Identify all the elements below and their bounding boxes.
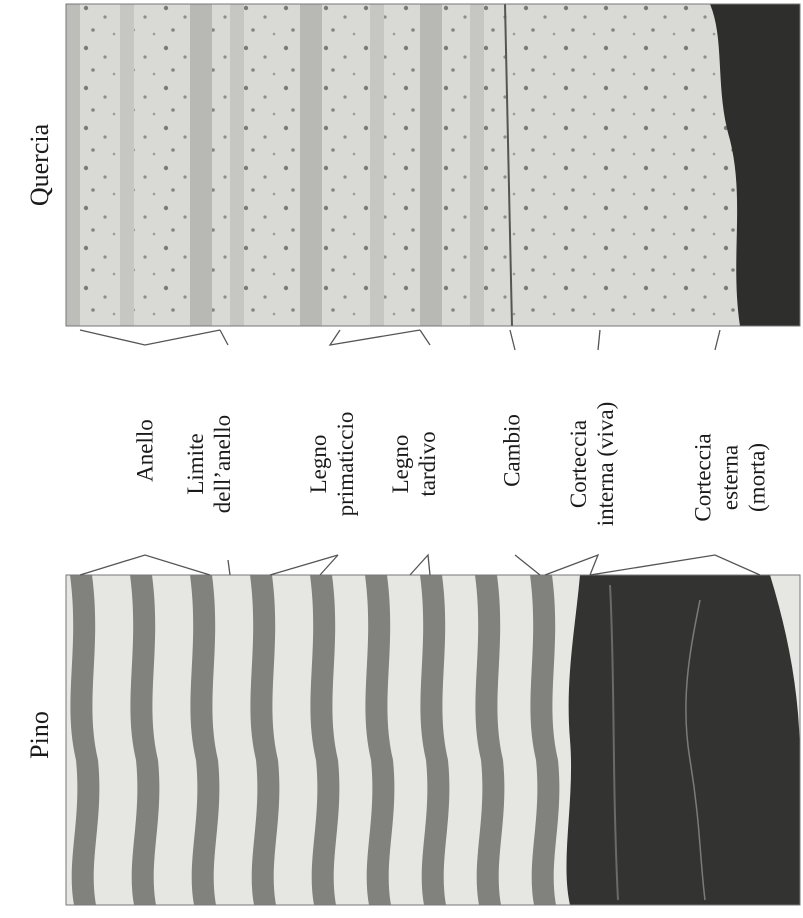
oak-growth-band <box>120 4 134 326</box>
label-esterna: Corteccia esterna (morta) <box>690 358 771 598</box>
oak-label: Quercia <box>25 105 55 225</box>
label-primaticcio: Legno primaticcio <box>305 344 359 584</box>
oak-growth-band <box>190 4 212 326</box>
label-limite: Limite dell’anello <box>182 344 236 584</box>
label-tardivo: Legno tardivo <box>387 344 441 584</box>
label-anello: Anello <box>132 331 159 571</box>
oak-growth-band <box>300 4 322 326</box>
pine-label: Pino <box>25 690 55 780</box>
label-interna: Corteccia interna (viva) <box>565 344 619 584</box>
oak-growth-band <box>420 4 442 326</box>
oak-growth-band <box>370 4 384 326</box>
oak-sample <box>66 4 800 326</box>
pine-sample <box>66 575 800 905</box>
label-cambio: Cambio <box>499 331 526 571</box>
oak-growth-band <box>230 4 244 326</box>
oak-growth-band <box>470 4 484 326</box>
